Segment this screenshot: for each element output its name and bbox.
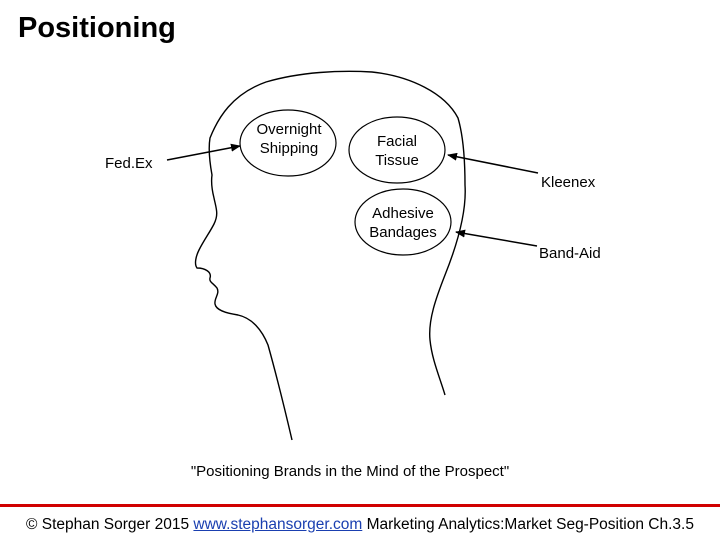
footer-course-info: Marketing Analytics:Market Seg-Position … bbox=[367, 516, 694, 533]
footer-copyright: © Stephan Sorger 2015 bbox=[26, 516, 189, 533]
kleenex-arrow bbox=[448, 155, 538, 173]
fedex-arrow bbox=[167, 146, 240, 160]
adhesive-bandages-label: Adhesive Bandages bbox=[360, 204, 446, 242]
facial-tissue-label: Facial Tissue bbox=[362, 132, 432, 170]
band-aid-arrow bbox=[456, 232, 537, 246]
kleenex-label: Kleenex bbox=[541, 173, 595, 192]
fedex-label: Fed.Ex bbox=[105, 154, 153, 173]
footer: © Stephan Sorger 2015 www.stephansorger.… bbox=[0, 516, 720, 534]
band-aid-label: Band-Aid bbox=[539, 244, 601, 263]
diagram-caption: "Positioning Brands in the Mind of the P… bbox=[120, 463, 580, 480]
footer-divider bbox=[0, 504, 720, 507]
footer-website-link[interactable]: www.stephansorger.com bbox=[193, 516, 362, 533]
overnight-shipping-label: Overnight Shipping bbox=[248, 120, 330, 158]
